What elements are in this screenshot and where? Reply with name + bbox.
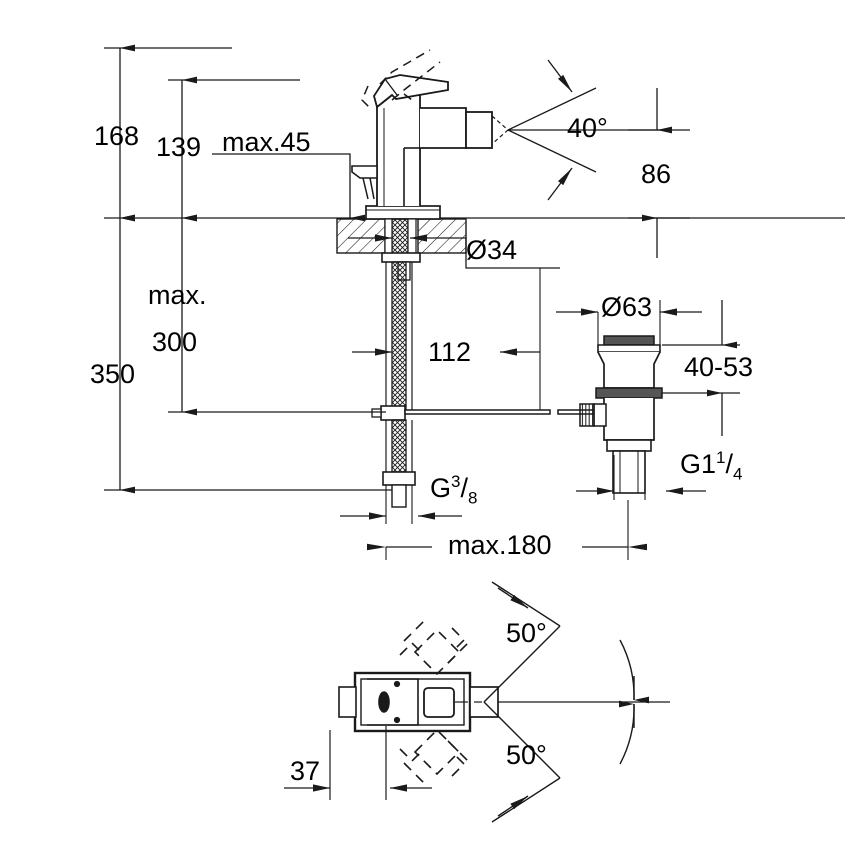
label-max: max. <box>148 280 207 310</box>
label-diameter-63: Ø63 <box>601 292 653 322</box>
label-angle-50-bottom: 50° <box>506 740 547 770</box>
elevation-dimension-lines <box>104 44 740 560</box>
dim-max-180 <box>367 500 647 560</box>
spout-outlet <box>465 111 509 149</box>
popup-waste-assembly <box>579 335 663 494</box>
faucet-body-column <box>376 94 421 206</box>
dim-37 <box>284 726 432 800</box>
label-thread-g114-prefix: G1 <box>680 449 717 479</box>
label-168: 168 <box>94 121 140 151</box>
dim-139 <box>168 76 300 222</box>
lever-handle-raised-ghost <box>361 49 441 111</box>
lever-handle <box>373 74 449 109</box>
popup-linkage-rod <box>404 409 595 415</box>
dim-112 <box>352 268 541 410</box>
plan-swivel-ghost-top <box>399 618 471 676</box>
label-max-180: max.180 <box>448 530 552 560</box>
label-thread-g114: G11/4 <box>680 448 743 484</box>
plan-angle-50-dims <box>619 639 649 765</box>
plan-view <box>284 581 670 823</box>
label-86: 86 <box>641 159 672 189</box>
label-max-45: max.45 <box>222 127 311 157</box>
plan-slot <box>378 691 390 713</box>
plan-lever-square <box>423 687 455 718</box>
dim-max-45 <box>212 153 365 222</box>
lower-supply-hose <box>382 419 416 508</box>
side-nub <box>351 165 378 200</box>
plan-swivel-arrows <box>497 587 529 817</box>
label-thread-g38: G3/8 <box>430 472 478 508</box>
label-thread-g38-denominator: 8 <box>468 488 478 508</box>
dim-angle-40 <box>507 59 660 201</box>
dim-thread-g38 <box>340 485 462 524</box>
dim-diameter-34 <box>348 234 560 269</box>
label-350: 350 <box>90 359 136 389</box>
label-40-53: 40-53 <box>684 352 754 382</box>
label-thread-g114-denominator: 4 <box>733 464 743 484</box>
supply-tailpiece <box>385 261 413 411</box>
dim-350 <box>104 214 392 494</box>
dim-thread-g114 <box>576 455 706 500</box>
label-112: 112 <box>428 337 472 367</box>
plan-left-tab <box>338 686 357 718</box>
label-thread-g38-prefix: G <box>430 473 452 503</box>
deck-section-right <box>417 218 467 254</box>
deck-section-left <box>336 218 386 254</box>
dim-168 <box>104 44 232 222</box>
dim-diameter-63 <box>556 300 702 346</box>
label-angle-50-top: 50° <box>506 618 547 648</box>
label-37: 37 <box>290 756 321 786</box>
label-thread-g38-numerator: 3 <box>451 472 461 491</box>
label-thread-g114-numerator: 1 <box>716 448 726 467</box>
label-139: 139 <box>156 132 202 162</box>
dim-max-300 <box>168 214 386 416</box>
faucet-base-escutcheon <box>365 205 441 220</box>
dim-40-53 <box>662 300 740 436</box>
label-300: 300 <box>152 327 198 357</box>
plan-swivel-ghost-bottom <box>399 728 471 786</box>
elevation-view <box>104 49 845 508</box>
label-diameter-34: Ø34 <box>466 235 518 265</box>
lift-rod-pivot <box>371 405 406 421</box>
label-angle-40: 40° <box>567 113 608 143</box>
